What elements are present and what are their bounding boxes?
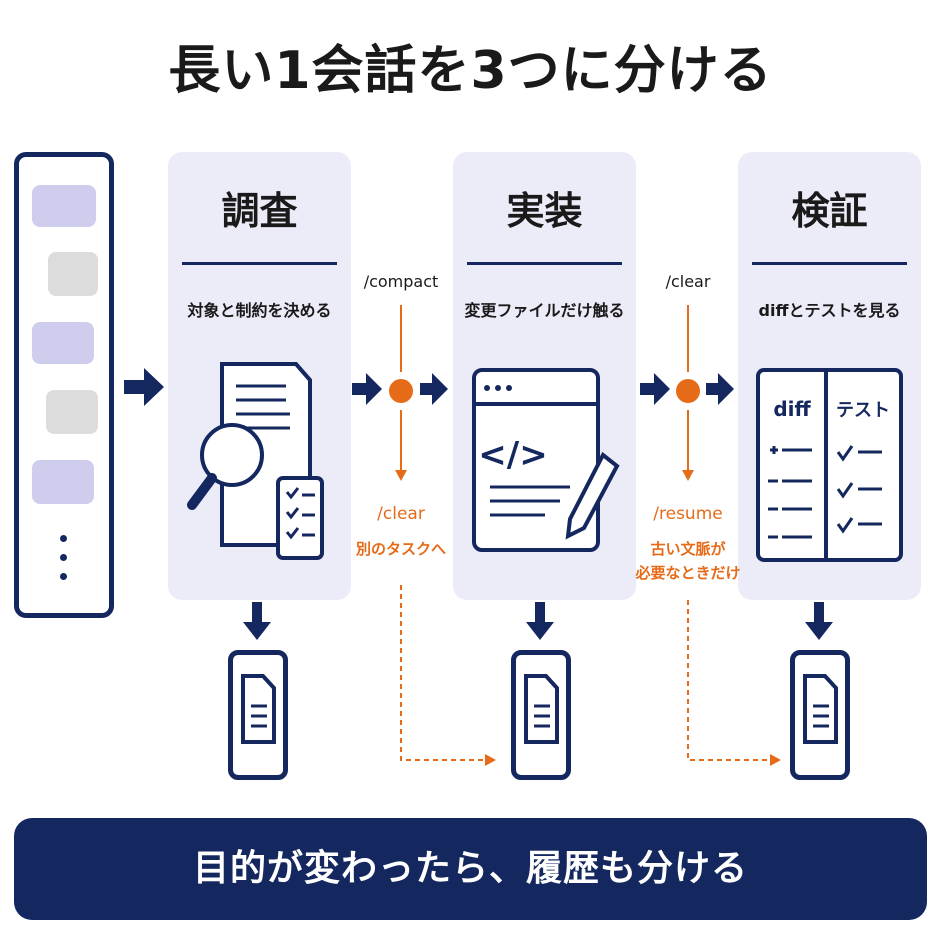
stage-subtitle: 対象と制約を決める bbox=[187, 301, 332, 320]
stage-title: 検証 bbox=[791, 189, 868, 233]
stage-divider bbox=[752, 262, 907, 265]
transition-2-alt-command: /resume bbox=[653, 504, 723, 524]
arrow-down-icon bbox=[526, 602, 554, 640]
stage-title: 調査 bbox=[221, 189, 298, 233]
arrow-right-icon bbox=[706, 373, 734, 405]
chat-bubble-2 bbox=[48, 252, 98, 296]
chat-bubble-3 bbox=[32, 322, 94, 364]
magnifier-document-icon bbox=[187, 362, 324, 560]
stage-subtitle: diffとテストを見る bbox=[758, 301, 901, 320]
stage-divider bbox=[467, 262, 622, 265]
diff-header: diff bbox=[773, 397, 811, 421]
arrow-right-icon bbox=[124, 368, 164, 406]
footer-banner: 目的が変わったら、履歴も分ける bbox=[14, 818, 927, 920]
chat-bubble-1 bbox=[32, 185, 96, 227]
stage-subtitle: 変更ファイルだけ触る bbox=[464, 301, 625, 320]
transition-1-alt-note: 別のタスクへ bbox=[355, 540, 446, 558]
stage-divider bbox=[182, 262, 337, 265]
transition-2-alt-note-line2: 必要なときだけ bbox=[635, 564, 741, 582]
document-icon bbox=[241, 674, 276, 744]
ellipsis-dots bbox=[60, 535, 67, 592]
chat-bubble-4 bbox=[46, 390, 98, 434]
diff-test-table-icon bbox=[756, 368, 903, 562]
diagram-title: 長い1会話を3つに分ける bbox=[168, 41, 773, 101]
transition-1-command: /compact bbox=[363, 272, 439, 291]
arrow-down-icon bbox=[805, 602, 833, 640]
test-header: テスト bbox=[836, 400, 890, 421]
code-symbol: </> bbox=[478, 435, 547, 475]
transition-node-2 bbox=[676, 379, 700, 403]
arrow-right-icon bbox=[640, 373, 670, 405]
stage-title: 実装 bbox=[506, 189, 583, 233]
arrow-right-icon bbox=[420, 373, 448, 405]
document-icon bbox=[524, 674, 559, 744]
arrow-right-icon bbox=[352, 373, 382, 405]
transition-2-command: /clear bbox=[665, 272, 711, 291]
chat-history-panel bbox=[14, 152, 114, 618]
transition-node-1 bbox=[389, 379, 413, 403]
arrow-down-icon bbox=[243, 602, 271, 640]
code-editor-icon bbox=[472, 368, 620, 552]
transition-1-alt-command: /clear bbox=[377, 504, 425, 524]
transition-2-alt-note-line1: 古い文脈が bbox=[650, 540, 726, 558]
document-icon bbox=[803, 674, 838, 744]
chat-bubble-5 bbox=[32, 460, 94, 504]
